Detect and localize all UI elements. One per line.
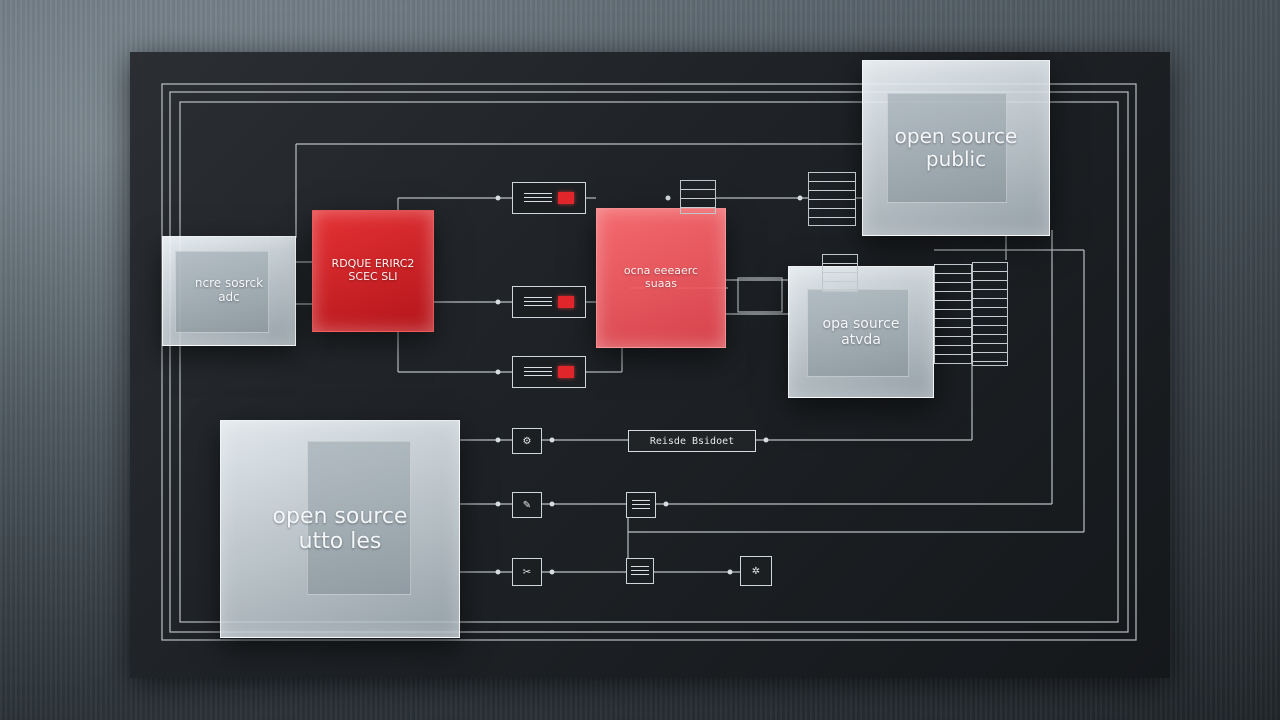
gear-icon-glyph: ⚙ bbox=[522, 435, 532, 447]
node-lines bbox=[524, 367, 552, 377]
cube-pink: ocna eeeaerc suaas bbox=[596, 208, 726, 348]
node-lines bbox=[524, 193, 552, 203]
node-red-top bbox=[512, 182, 586, 214]
scissors-icon: ✂ bbox=[512, 558, 542, 586]
list-icon-box-bottom bbox=[626, 558, 654, 584]
cube-red: RDQUE ERIRC2 SCEC SLI bbox=[312, 210, 434, 332]
cube-top-right: open source public bbox=[862, 60, 1050, 236]
center-label-box: Reisde Bsidoet bbox=[628, 430, 756, 452]
cube-bottom-left-inner-face bbox=[307, 441, 411, 595]
star-icon: ✲ bbox=[740, 556, 772, 586]
middle-frame-line bbox=[169, 91, 1129, 633]
node-lines bbox=[632, 500, 650, 510]
pencil-icon-glyph: ✎ bbox=[522, 499, 532, 511]
inner-frame-line bbox=[179, 101, 1119, 623]
cube-right-mid-inner-face bbox=[807, 289, 909, 377]
outer-frame-line bbox=[161, 83, 1137, 641]
cube-pink-label: ocna eeeaerc suaas bbox=[623, 264, 699, 290]
list-node-top-center bbox=[680, 180, 716, 214]
cube-red-label: RDQUE ERIRC2 SCEC SLI bbox=[331, 257, 415, 283]
cube-left: ncre sosrck adc bbox=[162, 236, 296, 346]
list-node-top-right bbox=[808, 172, 856, 226]
cube-left-inner-face bbox=[175, 251, 269, 333]
cube-top-right-inner-face bbox=[887, 93, 1007, 203]
gear-icon: ⚙ bbox=[512, 428, 542, 454]
node-red-mid bbox=[512, 286, 586, 318]
list-icon-box bbox=[626, 492, 656, 518]
node-lines bbox=[524, 297, 552, 307]
red-chip bbox=[558, 192, 574, 204]
cube-left-label: ncre sosrck adc bbox=[194, 276, 264, 304]
star-icon-glyph: ✲ bbox=[751, 565, 761, 577]
list-node-right-b bbox=[934, 264, 972, 364]
cube-right-mid: opa source atvda bbox=[788, 266, 934, 398]
cube-right-mid-label: opa source atvda bbox=[822, 315, 900, 348]
list-node-right-a bbox=[822, 254, 858, 292]
list-node-right-c bbox=[972, 262, 1008, 366]
cube-top-right-label: open source public bbox=[894, 124, 1018, 171]
node-lines bbox=[631, 566, 649, 576]
center-label-text: Reisde Bsidoet bbox=[649, 435, 735, 447]
scissors-icon-glyph: ✂ bbox=[522, 566, 532, 578]
red-chip bbox=[558, 366, 574, 378]
pencil-icon: ✎ bbox=[512, 492, 542, 518]
node-red-bottom bbox=[512, 356, 586, 388]
cube-bottom-left-label: open source utto les bbox=[272, 503, 408, 554]
cube-bottom-left: open source utto les bbox=[220, 420, 460, 638]
red-chip bbox=[558, 296, 574, 308]
